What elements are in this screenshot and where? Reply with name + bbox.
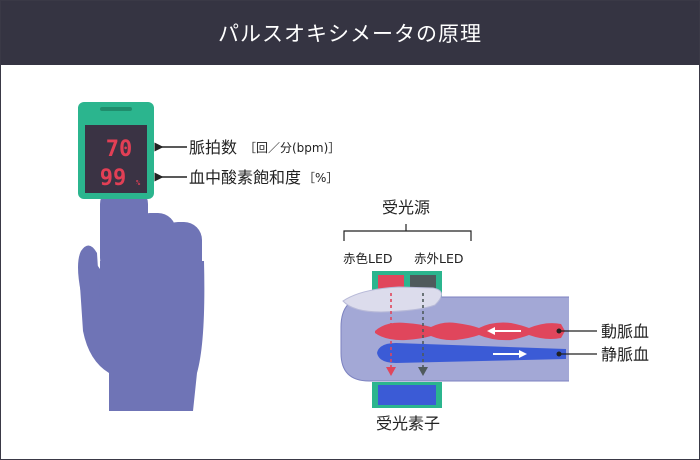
red-led-label: 赤色LED <box>343 251 393 266</box>
spo2-label: 血中酸素飽和度 <box>189 168 301 187</box>
pulse-reading: 70 <box>106 137 133 162</box>
spo2-reading: 99 <box>100 166 127 191</box>
ir-led-label: 赤外LED <box>414 251 464 266</box>
light-source-bracket <box>343 230 472 241</box>
spo2-unit: % <box>136 179 141 187</box>
page-title: パルスオキシメータの原理 <box>218 22 482 46</box>
spo2-unit-label: ［%］ <box>303 171 338 185</box>
artery-label: 動脈血 <box>601 322 649 341</box>
fingernail <box>342 286 442 313</box>
pulse-oximeter-device: 70 99 % <box>78 102 154 199</box>
photodetector <box>378 385 436 405</box>
receiver-label: 受光素子 <box>376 414 440 433</box>
device-screen <box>85 125 147 193</box>
vein <box>377 343 566 363</box>
title-bar: パルスオキシメータの原理 <box>1 1 699 65</box>
vein-label: 静脈血 <box>601 345 649 364</box>
hand-illustration <box>78 186 205 411</box>
pulse-label: 脈拍数 <box>189 138 237 157</box>
light-source-label: 受光源 <box>382 198 430 217</box>
pulse-unit-label: ［回／分(bpm)］ <box>244 141 340 155</box>
